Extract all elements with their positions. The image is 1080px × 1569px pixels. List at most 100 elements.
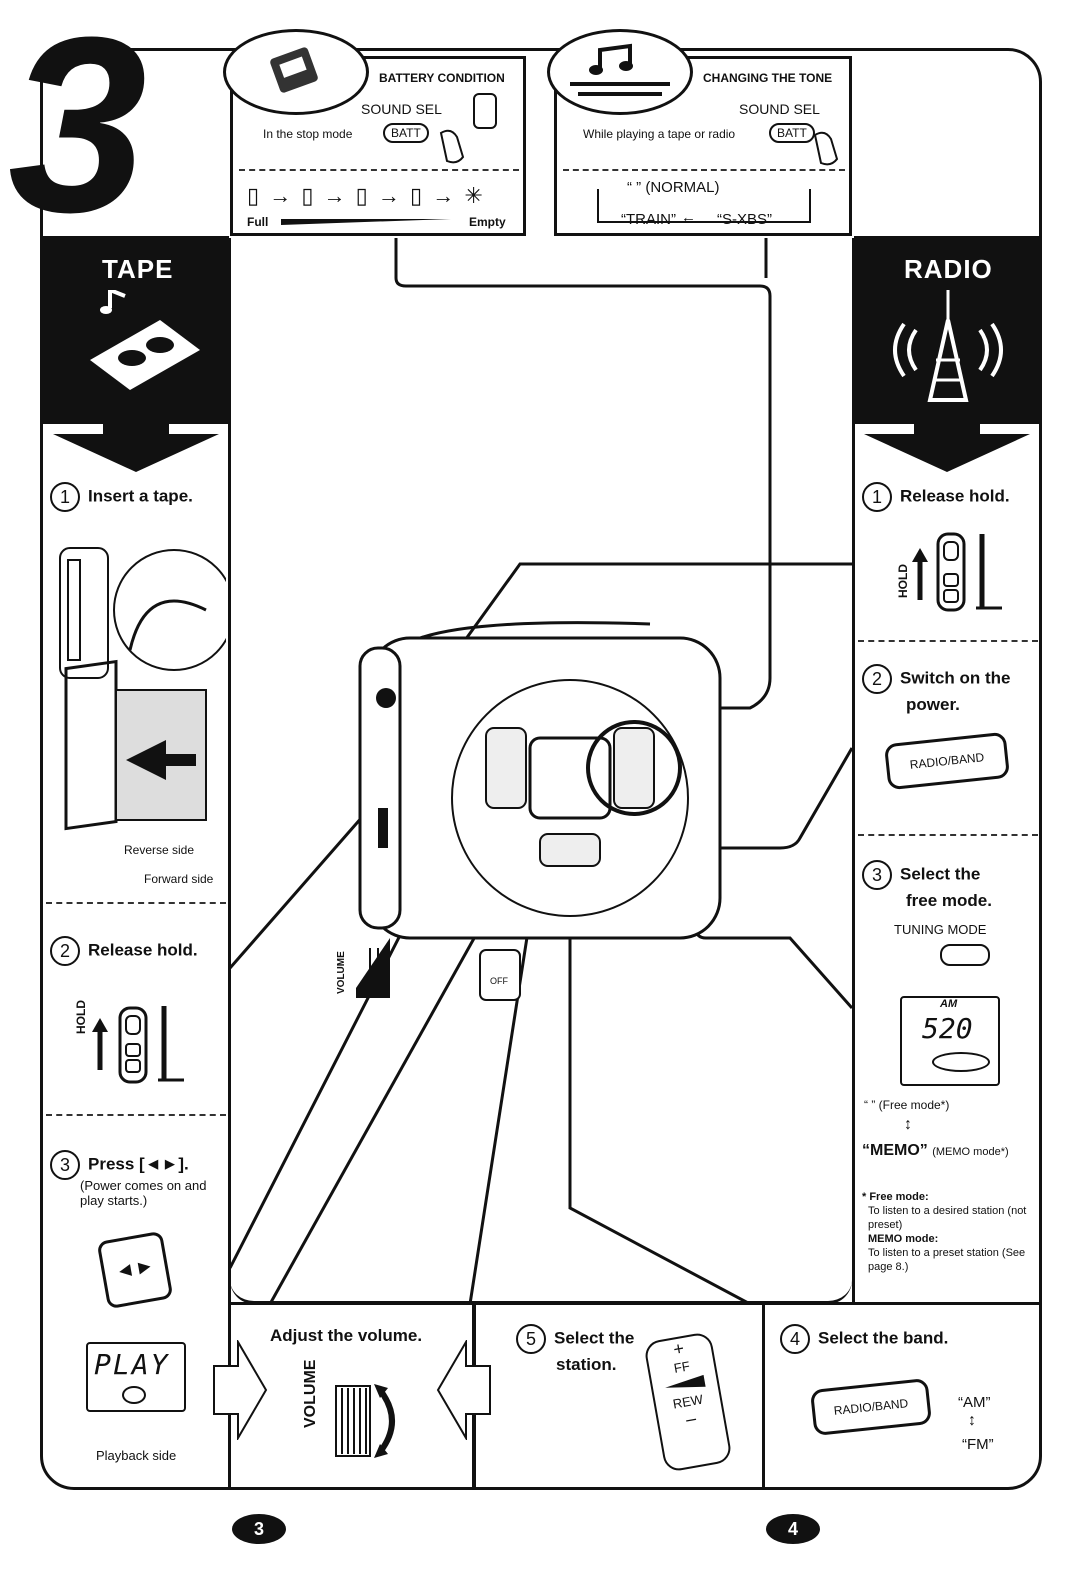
battery-gauge-bar — [281, 219, 451, 225]
volume-wheel-icon[interactable] — [330, 1376, 410, 1466]
battery-illustration-oval — [223, 29, 369, 115]
cassette-player-illustration — [230, 238, 852, 1304]
mode-notes: * Free mode: To listen to a desired stat… — [862, 1190, 1034, 1274]
step-number-circle: 3 — [862, 860, 892, 890]
memo-mode-text: (MEMO mode*) — [932, 1146, 1009, 1158]
bottom-divider-3 — [762, 1302, 765, 1490]
music-note-icon — [570, 43, 670, 96]
playback-indicator-icon — [122, 1386, 146, 1404]
display-band: AM — [940, 998, 958, 1010]
device-volume-label: VOLUME — [336, 951, 347, 994]
page-frame — [40, 48, 1042, 1490]
device-off-label: OFF — [490, 976, 508, 986]
tape-step3-text: Press [◄►]. — [88, 1154, 189, 1174]
tape-step2-text: Release hold. — [88, 940, 198, 960]
left-arrow-icon — [436, 1340, 491, 1440]
tape-step2: 2 Release hold. — [50, 936, 198, 966]
radio-step3-line1: Select the — [900, 864, 981, 884]
hold-switch-icon — [912, 532, 1002, 612]
tone-sxbs: “S-XBS” — [717, 211, 773, 228]
battery-instruction: In the stop mode — [263, 127, 353, 141]
tone-train: “TRAIN” — [621, 211, 676, 228]
insert-tape-illustration — [59, 547, 226, 831]
left-top-border — [43, 236, 229, 239]
tone-cycle-line — [597, 189, 811, 223]
tone-divider — [563, 169, 845, 171]
free-mode-label: “ ” (Free mode*) — [864, 1098, 950, 1112]
tone-title: CHANGING THE TONE — [703, 71, 833, 85]
memo-label: “MEMO” (MEMO mode*) — [862, 1142, 1009, 1160]
step-number-circle: 2 — [50, 936, 80, 966]
radio-display: AM 520 — [900, 996, 1000, 1086]
radio-hold-label: HOLD — [896, 564, 910, 598]
tape-divider-1 — [46, 902, 226, 904]
step-number-circle: 4 — [780, 1324, 810, 1354]
band-toggle-icon: ↕ — [968, 1412, 976, 1429]
play-display: PLAY — [86, 1342, 186, 1412]
step-number-circle: 1 — [50, 482, 80, 512]
battery-condition-box: BATTERY CONDITION SOUND SEL In the stop … — [223, 29, 526, 236]
tape-step1: 1 Insert a tape. — [50, 482, 193, 512]
tape-header: TAPE — [102, 254, 174, 284]
battery-level-sequence: ▯ → ▯ → ▯ → ▯ → ✳ — [247, 183, 485, 208]
bottom-row-top-border — [229, 1302, 1041, 1305]
pointing-hand-icon — [813, 131, 839, 166]
left-column-border — [228, 238, 231, 1304]
step5-line1: Select the — [554, 1328, 635, 1348]
note-memo-text: To listen to a preset station (See page … — [868, 1247, 1026, 1273]
tuning-mode-label: TUNING MODE — [894, 922, 987, 937]
battery-empty-label: Empty — [469, 215, 506, 229]
volume-label: VOLUME — [302, 1359, 319, 1428]
tape-icon — [90, 290, 200, 390]
display-frequency: 520 — [922, 1012, 973, 1045]
radio-band-button-label: RADIO/BAND — [833, 1396, 909, 1418]
play-button[interactable]: ◄► — [96, 1230, 174, 1310]
batt-button-label: BATT — [383, 123, 429, 143]
pointing-hand-icon — [439, 129, 465, 164]
radio-step2-line2: power. — [906, 695, 960, 714]
right-column-border — [852, 238, 855, 1304]
play-display-text: PLAY — [94, 1348, 170, 1381]
page-number-left: 3 — [232, 1514, 286, 1544]
radio-step3: 3 Select the free mode. — [862, 860, 992, 912]
battery-batt-button[interactable]: BATT — [383, 123, 429, 143]
radio-step3-line2: free mode. — [906, 891, 992, 910]
tuning-mode-button[interactable] — [940, 944, 990, 966]
adjust-volume-title: Adjust the volume. — [270, 1326, 423, 1345]
note-free-title: * Free mode: — [862, 1191, 929, 1203]
radio-header: RADIO — [904, 254, 993, 284]
note-memo-title: MEMO mode: — [868, 1233, 939, 1245]
tape-step1-text: Insert a tape. — [88, 486, 193, 506]
toggle-arrow-icon: ↕ — [904, 1116, 912, 1133]
page-number-right: 4 — [766, 1514, 820, 1544]
step-number-circle: 3 — [50, 1150, 80, 1180]
tape-header-panel — [43, 238, 229, 424]
step-number-circle: 1 — [862, 482, 892, 512]
radio-divider-2 — [858, 834, 1038, 836]
tape-divider-2 — [46, 1114, 226, 1116]
battery-side-icon — [473, 93, 497, 129]
tape-arrow-icon — [53, 424, 219, 472]
battery-title: BATTERY CONDITION — [379, 71, 505, 85]
tone-batt-label: BATT — [769, 123, 815, 143]
tape-hold-label: HOLD — [74, 1000, 88, 1034]
playback-side-label: Playback side — [96, 1448, 177, 1463]
battery-full-label: Full — [247, 215, 269, 229]
step-number-circle: 5 — [516, 1324, 546, 1354]
radio-arrow-icon — [864, 424, 1030, 472]
tone-sound-sel: SOUND SEL — [739, 101, 820, 117]
radio-tower-icon — [893, 290, 1003, 402]
radio-band-label: RADIO/BAND — [909, 750, 985, 772]
tone-illustration-oval — [547, 29, 693, 115]
changing-tone-box: CHANGING THE TONE SOUND SEL While playin… — [547, 29, 852, 236]
reverse-side-label: Reverse side — [124, 843, 195, 857]
tone-normal: “ ” (NORMAL) — [627, 179, 720, 196]
free-mode-indicator — [932, 1052, 990, 1072]
fm-label: “FM” — [962, 1436, 994, 1453]
tape-step3: 3 Press [◄►]. — [50, 1150, 189, 1180]
tone-instruction: While playing a tape or radio — [583, 127, 736, 141]
tone-batt-button[interactable]: BATT — [769, 123, 815, 143]
